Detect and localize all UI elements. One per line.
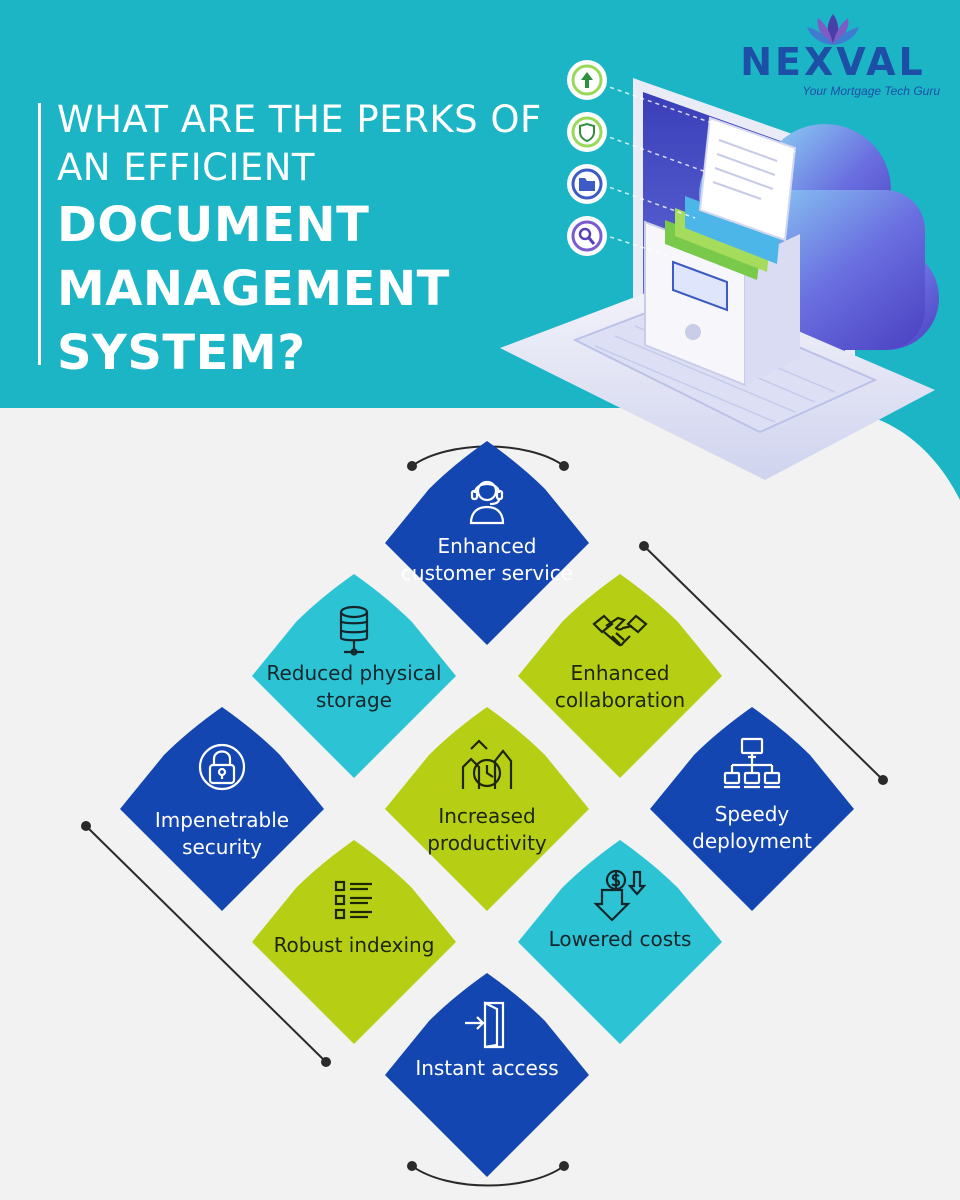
- magnifier-icon: [567, 216, 607, 256]
- brand-tagline: Your Mortgage Tech Guru: [802, 84, 940, 98]
- perk-label: Instant access: [415, 1056, 559, 1080]
- perk-tile-security: Impenetrable security: [106, 693, 338, 925]
- title-line-2: AN EFFICIENT: [57, 146, 316, 189]
- brand-name: NEXVAL: [740, 40, 926, 84]
- drawer-label: [672, 260, 728, 312]
- handshake-icon: [592, 614, 648, 647]
- productivity-clock-icon: [461, 739, 513, 789]
- perk-label: Lowered costs: [548, 927, 692, 951]
- perk-tile-collaboration: Enhanced collaboration: [504, 560, 736, 792]
- title-line-3: DOCUMENT: [57, 197, 370, 253]
- enter-door-icon: [465, 1001, 505, 1049]
- lotus-icon: [807, 14, 859, 45]
- title-accent-bar: [38, 103, 41, 365]
- perk-label: Increased productivity: [427, 804, 547, 855]
- network-deploy-icon: [723, 737, 781, 789]
- perk-label: Impenetrable security: [154, 808, 290, 859]
- brand-logo: NEXVAL Your Mortgage Tech Guru: [722, 10, 944, 98]
- perk-tile-productivity: Increased productivity: [371, 693, 603, 925]
- perk-label: Enhanced customer service: [400, 534, 574, 585]
- perk-tile-customer-service: Enhanced customer service: [371, 427, 603, 659]
- perk-label: Robust indexing: [273, 933, 435, 957]
- file-drawer-side: [745, 234, 800, 385]
- title-line-5: SYSTEM?: [57, 325, 306, 381]
- perk-tile-deployment: Speedy deployment: [636, 693, 868, 925]
- customer-support-icon: [469, 480, 505, 525]
- title-line-4: MANAGEMENT: [57, 261, 450, 317]
- page-title: WHAT ARE THE PERKS OF AN EFFICIENT DOCUM…: [57, 96, 542, 384]
- perk-label: Reduced physical storage: [266, 661, 442, 712]
- index-list-icon: [334, 880, 372, 920]
- perk-label: Enhanced collaboration: [554, 661, 686, 712]
- folder-icon: [567, 164, 607, 204]
- database-icon: [339, 605, 369, 656]
- laptop-cloud-illustration: [500, 60, 939, 480]
- perk-tile-lowered-costs: Lowered costs: [504, 826, 736, 1058]
- perk-tile-reduced-storage: Reduced physical storage: [238, 560, 470, 792]
- lock-icon: [198, 743, 246, 791]
- perk-tile-instant-access: Instant access: [371, 959, 603, 1191]
- cost-down-icon: [593, 869, 647, 922]
- perk-label: Speedy deployment: [692, 802, 812, 853]
- title-line-1: WHAT ARE THE PERKS OF: [57, 98, 542, 141]
- upload-arrow-icon: [567, 60, 607, 100]
- perk-tile-indexing: Robust indexing: [238, 826, 470, 1058]
- shield-check-icon: [567, 112, 607, 152]
